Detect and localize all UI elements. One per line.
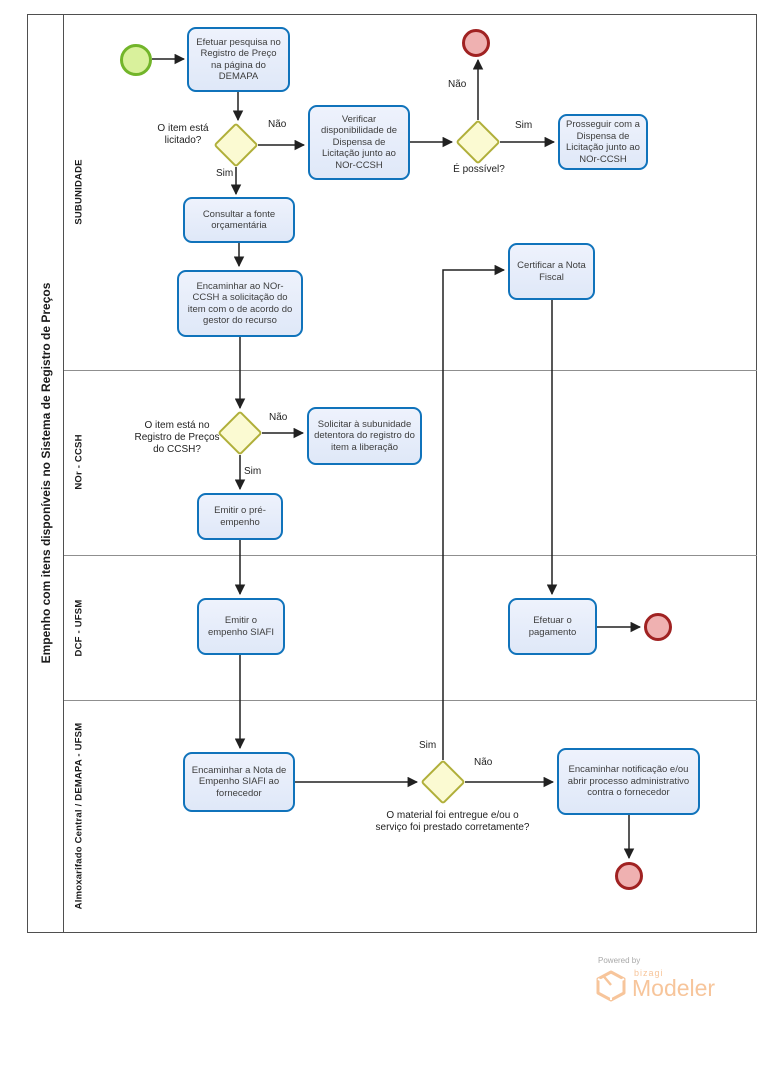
pool-border <box>27 14 757 933</box>
flow-gw-material-sim-to-certificar <box>442 264 506 760</box>
label-possivel-sim: Sim <box>515 120 533 131</box>
label-registro-sim: Sim <box>244 466 262 477</box>
task-emitir-empenho-siafi[interactable]: Emitir o empenho SIAFI <box>197 598 285 655</box>
end-event-pagamento[interactable] <box>644 613 672 641</box>
label-question-material: O material foi entregue e/ou o serviço f… <box>375 810 530 833</box>
lane-divider-1 <box>64 370 757 371</box>
label-material-sim: Sim <box>419 740 437 751</box>
lane-divider-2 <box>64 555 757 556</box>
pool-title-strip <box>27 14 64 933</box>
task-certificar-nota-fiscal[interactable]: Certificar a Nota Fiscal <box>508 243 595 300</box>
task-prosseguir-dispensa[interactable]: Prosseguir com a Dispensa de Licitação j… <box>558 114 648 170</box>
task-emitir-pre-empenho[interactable]: Emitir o pré-empenho <box>197 493 283 540</box>
label-licitado-sim: Sim <box>216 168 234 179</box>
task-efetuar-pagamento[interactable]: Efetuar o pagamento <box>508 598 597 655</box>
end-event-nao-possivel[interactable] <box>462 29 490 57</box>
label-registro-nao: Não <box>269 412 288 423</box>
task-encaminhar-nota-empenho[interactable]: Encaminhar a Nota de Empenho SIAFI ao fo… <box>183 752 295 812</box>
label-possivel-nao: Não <box>448 79 467 90</box>
modeler-product-text: Modeler <box>632 975 716 1001</box>
label-material-nao: Não <box>474 757 493 768</box>
task-encaminhar-nor-ccsh[interactable]: Encaminhar ao NOr-CCSH a solicitação do … <box>177 270 303 337</box>
task-encaminhar-notificacao[interactable]: Encaminhar notificação e/ou abrir proces… <box>557 748 700 815</box>
end-event-notificacao[interactable] <box>615 862 643 890</box>
bizagi-logo-icon <box>596 970 626 1002</box>
task-consultar-fonte[interactable]: Consultar a fonte orçamentária <box>183 197 295 243</box>
label-question-licitado: O item está licitado? <box>157 123 209 146</box>
label-licitado-nao: Não <box>268 119 287 130</box>
powered-by-text: Powered by <box>598 956 641 965</box>
task-verificar-dispensa[interactable]: Verificar disponibilidade de Dispensa de… <box>308 105 410 180</box>
task-solicitar-liberacao[interactable]: Solicitar à subunidade detentora do regi… <box>307 407 422 465</box>
label-question-registro: O item está no Registro de Preços do CCS… <box>134 420 220 455</box>
bizagi-brand-text: bizagi <box>634 968 664 978</box>
start-event[interactable] <box>120 44 152 76</box>
label-question-possivel: É possível? <box>453 164 505 175</box>
task-efetuar-pesquisa[interactable]: Efetuar pesquisa no Registro de Preço na… <box>187 27 290 92</box>
lane-divider-3 <box>64 700 757 701</box>
